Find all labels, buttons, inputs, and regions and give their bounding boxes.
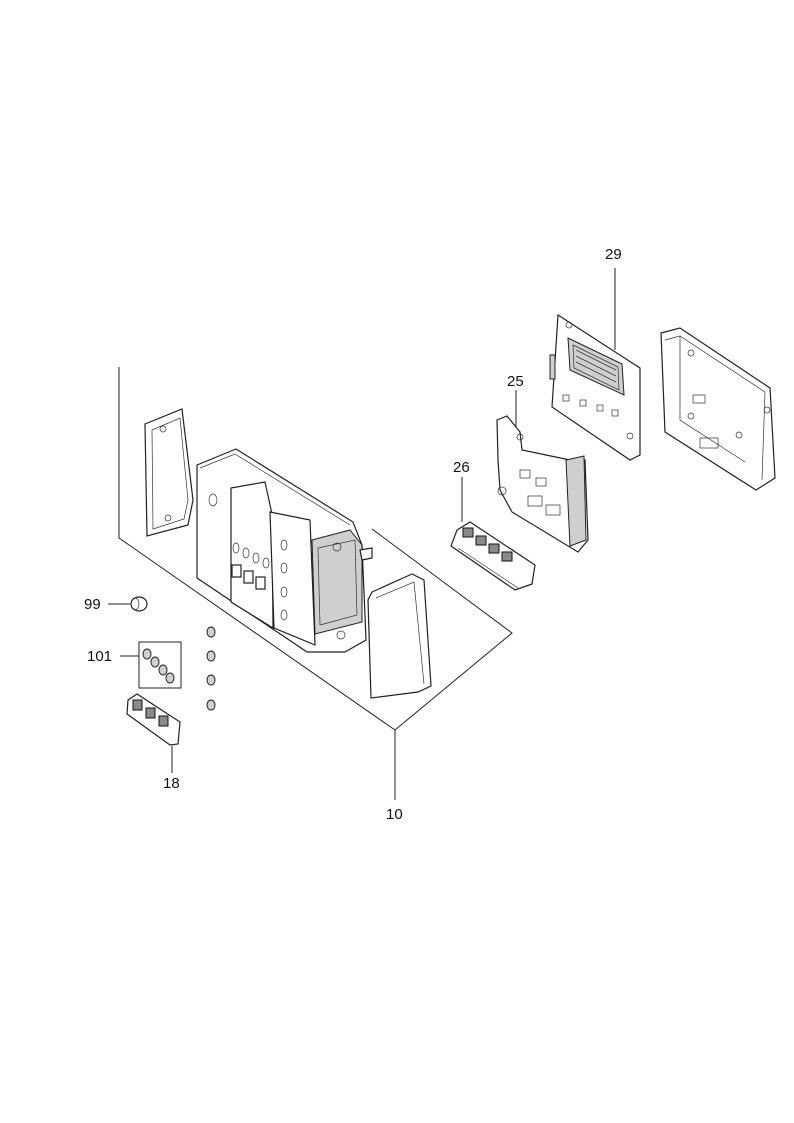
knob-99 — [108, 596, 148, 612]
callout-29: 29 — [605, 246, 622, 263]
button-strip-18 — [126, 693, 181, 773]
callout-99: 99 — [84, 596, 101, 613]
callout-10: 10 — [386, 806, 403, 823]
control-housing — [196, 448, 373, 653]
small-buttons-101 — [120, 626, 216, 711]
circuit-board-25 — [496, 390, 589, 553]
display-board-29 — [549, 268, 641, 461]
callout-25: 25 — [507, 373, 524, 390]
callout-18: 18 — [163, 775, 180, 792]
back-housing — [660, 327, 776, 491]
callout-26: 26 — [453, 459, 470, 476]
callout-101: 101 — [87, 648, 113, 665]
right-end-cap — [367, 573, 432, 699]
left-end-cap — [144, 408, 194, 537]
keypad-26 — [450, 477, 536, 591]
assembly-bracket-10 — [118, 367, 513, 800]
